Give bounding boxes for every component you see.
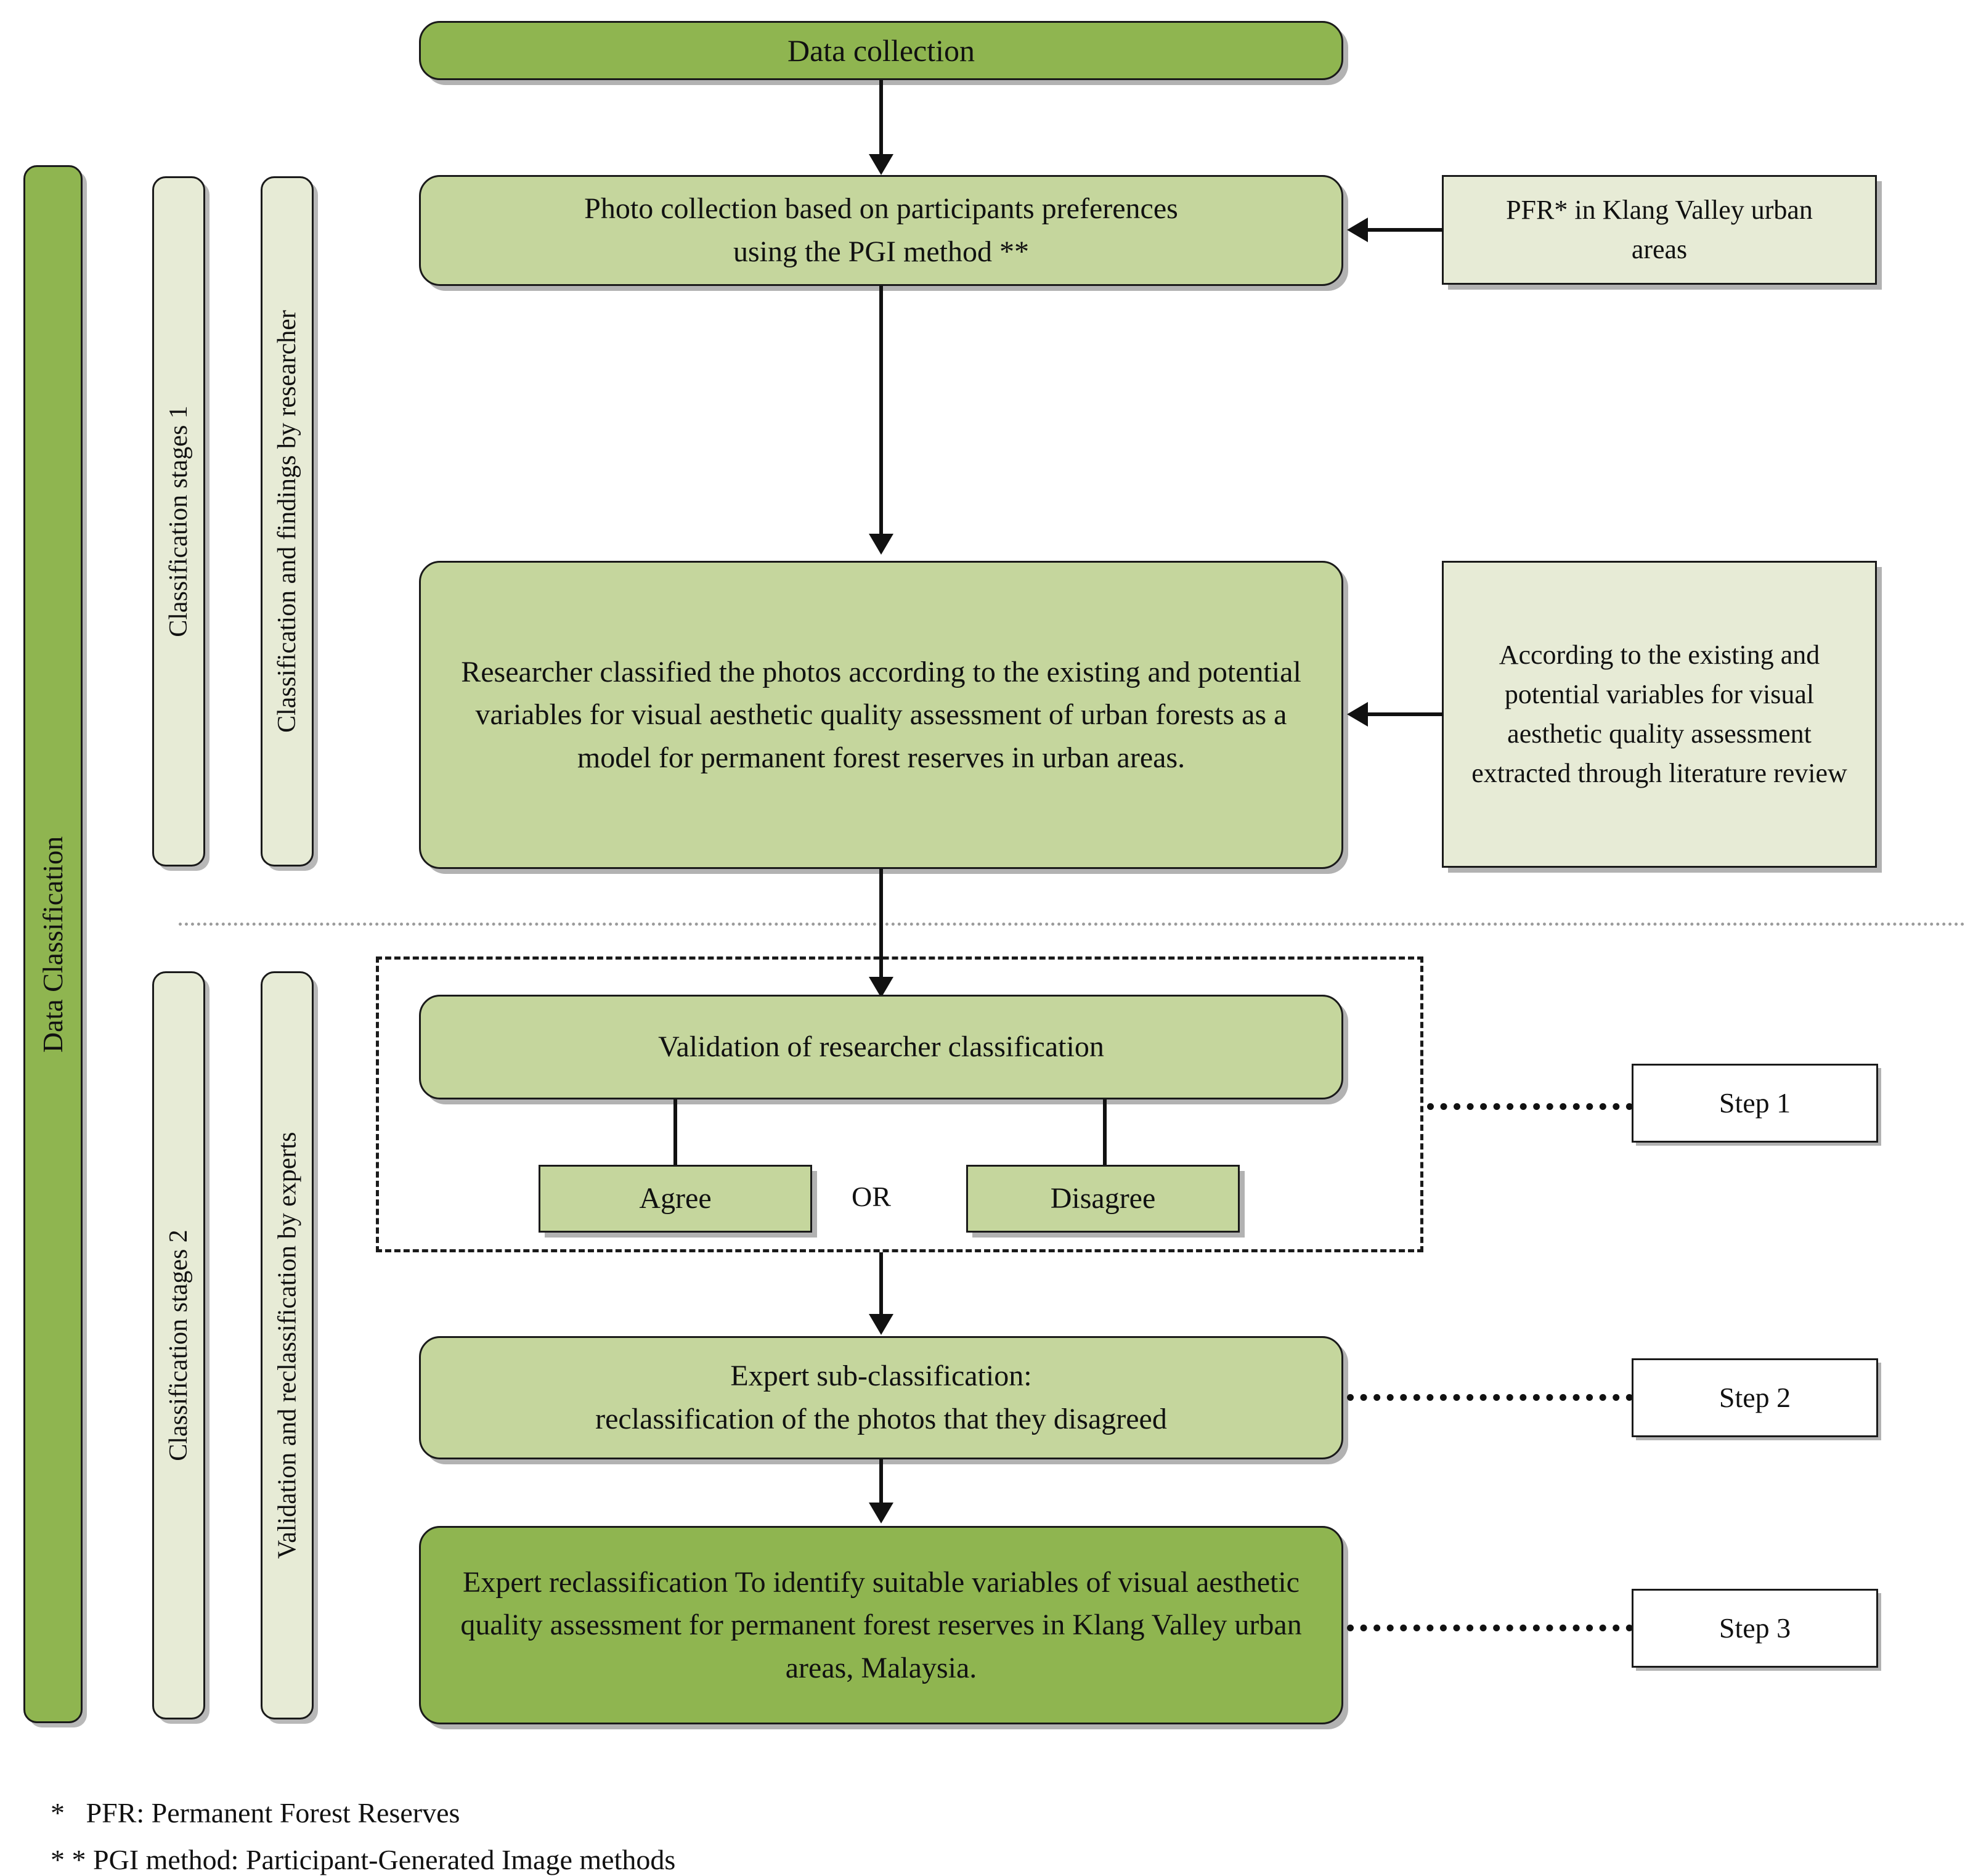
vertical-bar-classification-stages-1: Classification stages 1 xyxy=(152,176,205,867)
node-expert-reclassification: Expert reclassification To identify suit… xyxy=(419,1526,1343,1724)
node-data-collection: Data collection xyxy=(419,21,1343,80)
node-data-collection-label: Data collection xyxy=(787,33,975,68)
section-divider xyxy=(179,923,1966,926)
arrowhead-expert-sub-to-reclass xyxy=(869,1503,893,1523)
vertical-bar-classification-stages-1-label: Classification stages 1 xyxy=(165,406,193,637)
vertical-bar-classification-stages-2-label: Classification stages 2 xyxy=(165,1230,193,1461)
node-validation-label: Validation of researcher classification xyxy=(658,1030,1104,1064)
connector-expert-sub-to-reclass xyxy=(879,1459,883,1515)
node-pfr-klang-valley-label: PFR* in Klang Valley urban areas xyxy=(1506,195,1813,264)
arrowhead-pfr-to-photo-collection xyxy=(1347,218,1368,242)
connector-according-to-researcher xyxy=(1368,712,1443,716)
node-step3: Step 3 xyxy=(1632,1589,1878,1668)
node-photo-collection-label: Photo collection based on participants p… xyxy=(584,192,1178,268)
node-step2: Step 2 xyxy=(1632,1358,1878,1437)
connector-group-to-expert-sub xyxy=(879,1252,883,1326)
node-expert-sub-classification: Expert sub-classification: reclassificat… xyxy=(419,1336,1343,1459)
footnote-pgi: * * PGI method: Participant-Generated Im… xyxy=(22,1811,675,1876)
arrowhead-photo-to-researcher xyxy=(869,534,893,555)
footnote-pfr-text: * PFR: Permanent Forest Reserves xyxy=(51,1797,460,1829)
node-step2-label: Step 2 xyxy=(1719,1381,1791,1413)
connector-validation-to-disagree xyxy=(1103,1099,1107,1167)
connector-researcher-to-validation xyxy=(879,869,883,989)
node-researcher-classified-label: Researcher classified the photos accordi… xyxy=(461,655,1301,774)
vertical-bar-classification-stages-2: Classification stages 2 xyxy=(152,971,205,1719)
node-expert-reclassification-label: Expert reclassification To identify suit… xyxy=(460,1565,1302,1684)
node-step3-label: Step 3 xyxy=(1719,1612,1791,1644)
vertical-bar-classification-findings-researcher-label: Classification and findings by researche… xyxy=(273,310,301,733)
footnote-pfr: * PFR: Permanent Forest Reserves xyxy=(22,1764,460,1862)
connector-photo-to-researcher xyxy=(879,286,883,546)
node-pfr-klang-valley: PFR* in Klang Valley urban areas xyxy=(1442,175,1877,285)
leader-step3 xyxy=(1347,1625,1633,1631)
leader-step1 xyxy=(1427,1103,1633,1110)
leader-step2 xyxy=(1347,1394,1633,1401)
footnote-pgi-text: * * PGI method: Participant-Generated Im… xyxy=(51,1844,676,1875)
connector-validation-to-agree xyxy=(673,1099,677,1167)
label-or: OR xyxy=(852,1180,891,1213)
dashed-group-step1 xyxy=(376,956,1423,1252)
node-validation: Validation of researcher classification xyxy=(419,995,1343,1099)
connector-data-collection-to-photo xyxy=(879,80,883,166)
node-agree[interactable]: Agree xyxy=(539,1165,812,1233)
arrowhead-group-to-expert-sub xyxy=(869,1314,893,1335)
node-according-to-existing-label: According to the existing and potential … xyxy=(1471,640,1847,788)
node-researcher-classified: Researcher classified the photos accordi… xyxy=(419,561,1343,869)
node-step1-label: Step 1 xyxy=(1719,1087,1791,1119)
label-or-text: OR xyxy=(852,1181,891,1212)
node-agree-label: Agree xyxy=(639,1182,712,1215)
vertical-bar-data-classification: Data Classification xyxy=(23,165,83,1723)
connector-pfr-to-photo-collection xyxy=(1368,228,1443,232)
vertical-bar-validation-reclassification-experts-label: Validation and reclassification by exper… xyxy=(273,1132,301,1559)
arrowhead-according-to-researcher xyxy=(1347,702,1368,727)
arrowhead-data-collection-to-photo xyxy=(869,154,893,175)
vertical-bar-validation-reclassification-experts: Validation and reclassification by exper… xyxy=(261,971,314,1719)
node-according-to-existing: According to the existing and potential … xyxy=(1442,561,1877,868)
node-photo-collection: Photo collection based on participants p… xyxy=(419,175,1343,286)
node-step1: Step 1 xyxy=(1632,1064,1878,1143)
vertical-bar-classification-findings-researcher: Classification and findings by researche… xyxy=(261,176,314,867)
node-expert-sub-classification-label: Expert sub-classification: reclassificat… xyxy=(595,1360,1167,1435)
node-disagree-label: Disagree xyxy=(1050,1182,1156,1215)
vertical-bar-data-classification-label: Data Classification xyxy=(37,836,69,1053)
arrowhead-researcher-to-validation xyxy=(869,977,893,998)
node-disagree[interactable]: Disagree xyxy=(966,1165,1240,1233)
